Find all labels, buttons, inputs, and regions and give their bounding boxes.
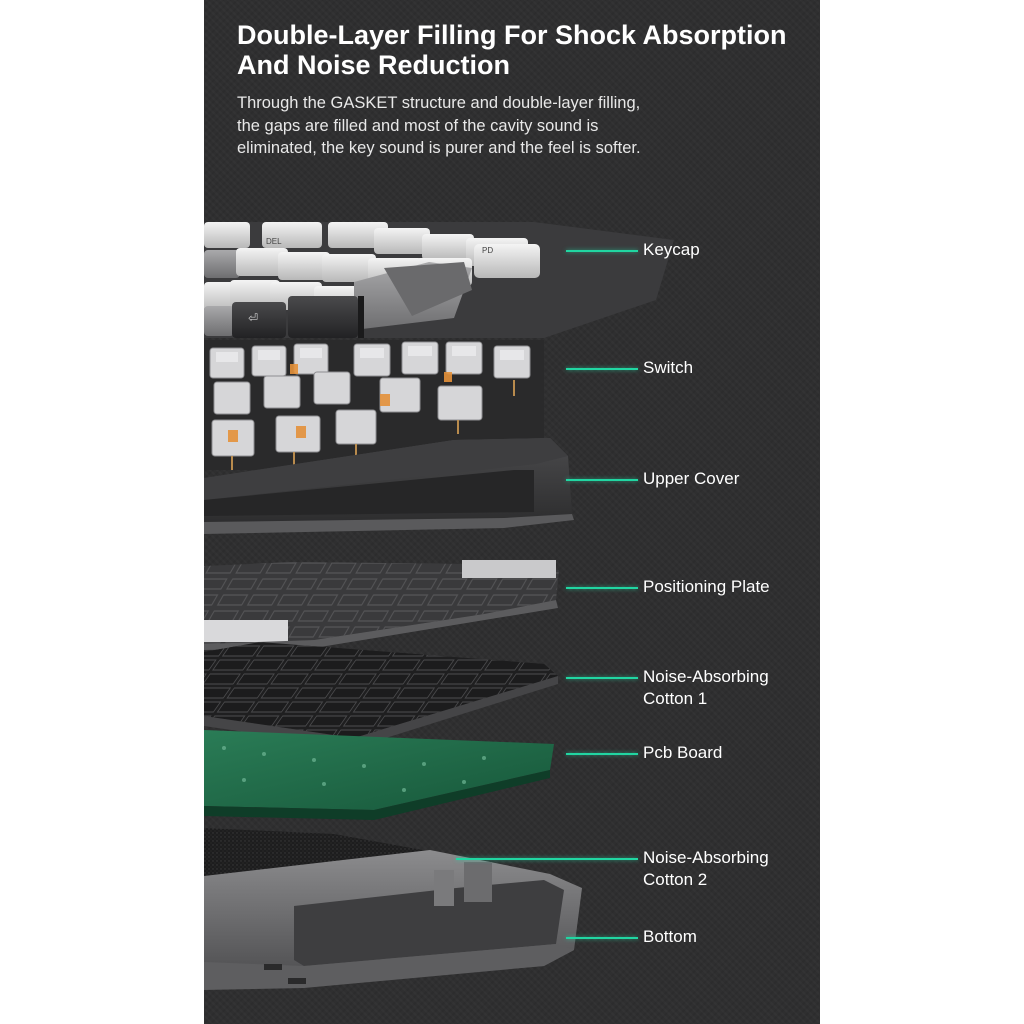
layer-name: Bottom: [643, 927, 697, 946]
leader-line: [456, 858, 638, 860]
description-line-2: the gaps are filled and most of the cavi…: [237, 116, 599, 135]
leader-line: [566, 937, 638, 939]
cotton-1-layer: [204, 642, 558, 748]
description-line-3: eliminated, the key sound is purer and t…: [237, 139, 641, 157]
pcb-layer: [204, 730, 554, 820]
leader-line: [566, 587, 638, 589]
layer-name-line-1: Noise-Absorbing: [643, 848, 769, 867]
layer-name: Positioning Plate: [643, 577, 770, 596]
layer-name-line-2: Cotton 1: [643, 689, 708, 708]
layer-name-line-2: Cotton 2: [643, 870, 708, 889]
positioning-plate-layer: [204, 560, 559, 650]
leader-line: [566, 677, 638, 679]
upper-cover-layer: [204, 438, 574, 534]
description-line-1: Through the GASKET structure and double-…: [237, 94, 641, 112]
layer-name: Keycap: [643, 240, 700, 259]
keycap-legend-del: DEL: [266, 237, 282, 246]
leader-line: [566, 368, 638, 370]
layer-name: Noise-Absorbing Cotton 1: [643, 666, 769, 710]
leader-line: [566, 479, 638, 481]
keycap-legend-enter: ⏎: [248, 311, 258, 325]
layer-name-line-1: Noise-Absorbing: [643, 667, 769, 686]
exploded-keyboard-illustration: DEL PD ⏎: [204, 222, 674, 990]
layer-name: Pcb Board: [643, 743, 723, 762]
page-title: Double-Layer Filling For Shock Absorptio…: [237, 20, 807, 80]
keycap-legend-pd: PD: [482, 246, 493, 255]
title-line-2: And Noise Reduction: [237, 50, 511, 80]
bottom-case-layer: [204, 850, 582, 990]
product-panel: Double-Layer Filling For Shock Absorptio…: [204, 0, 820, 1024]
layer-name: Switch: [643, 358, 694, 377]
layer-name: Upper Cover: [643, 469, 740, 488]
leader-line: [566, 250, 638, 252]
switch-layer: [204, 340, 544, 470]
keycap-layer: DEL PD ⏎: [204, 222, 674, 338]
layer-name: Noise-Absorbing Cotton 2: [643, 847, 769, 891]
leader-line: [566, 753, 638, 755]
description: Through the GASKET structure and double-…: [237, 92, 797, 160]
title-line-1: Double-Layer Filling For Shock Absorptio…: [237, 20, 787, 50]
